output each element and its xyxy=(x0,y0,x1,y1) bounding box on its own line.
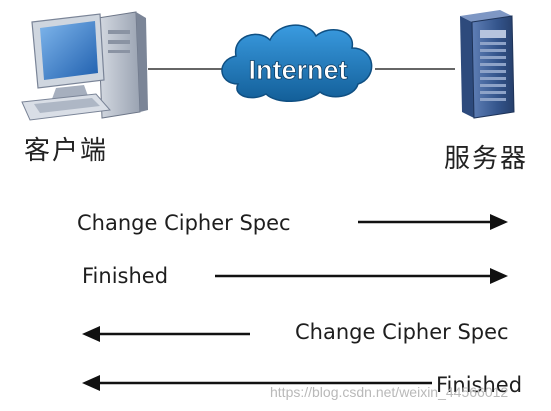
internet-cloud: Internet xyxy=(221,24,373,102)
server-icon xyxy=(460,10,515,119)
watermark-url: https://blog.csdn.net/weixin_44566012 xyxy=(270,384,509,400)
message-label-finished-2: Finished xyxy=(436,373,523,397)
client-computer-icon xyxy=(21,11,148,121)
message-label-finished-1: Finished xyxy=(82,264,169,288)
message-label-change-cipher-spec-1: Change Cipher Spec xyxy=(77,211,291,235)
arrow-change-cipher-spec-to-server xyxy=(358,214,508,230)
server-label: 服务器 xyxy=(444,144,529,174)
message-label-change-cipher-spec-2: Change Cipher Spec xyxy=(295,320,509,344)
arrow-finished-to-server xyxy=(215,268,508,284)
client-label: 客户端 xyxy=(24,136,109,166)
arrow-change-cipher-spec-to-client xyxy=(82,326,250,342)
internet-label: Internet xyxy=(248,55,347,85)
arrow-finished-to-client xyxy=(82,375,432,391)
